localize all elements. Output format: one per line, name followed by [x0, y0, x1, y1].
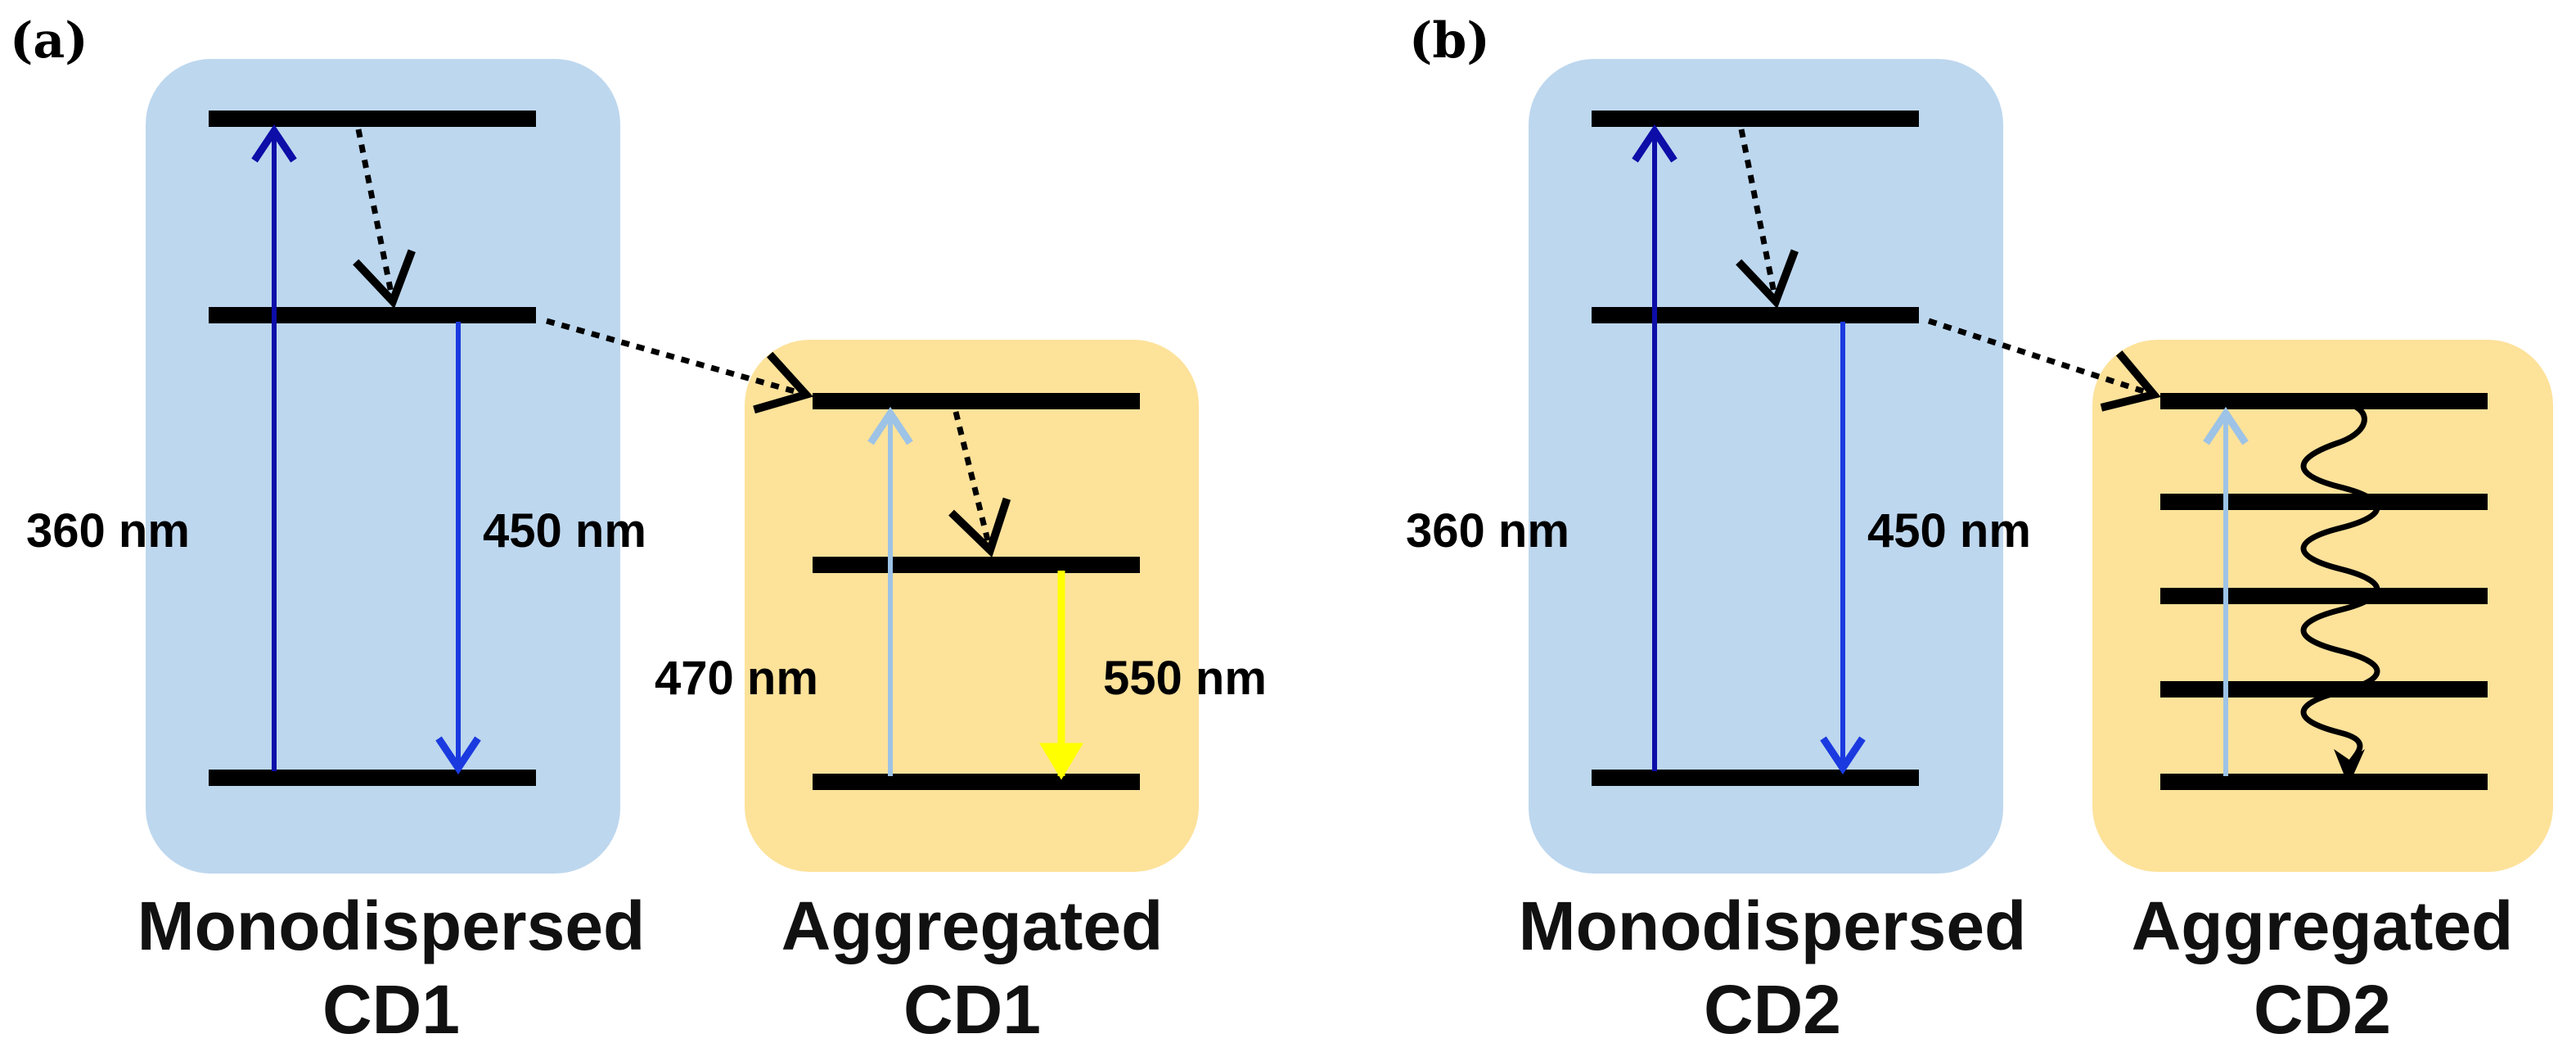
monodispersed-box	[146, 59, 620, 874]
aggregated-box	[2092, 340, 2553, 872]
mono-emission-label: 450 nm	[483, 504, 646, 558]
aggregated-box	[745, 340, 1199, 872]
mono-relaxation-arrow	[1736, 129, 1799, 309]
mono-relaxation-arrow	[353, 129, 416, 309]
panel-b-label: (b)	[1409, 12, 1490, 70]
panel-b: (b) 360 nm 450 nm Monodispersed CD2 Aggr…	[1406, 12, 2553, 1048]
panel-a: (a) 360 nm 450 nm 470 nm 550 nm Monodisp…	[10, 12, 1267, 1048]
agg-caption-line2: CD1	[903, 971, 1041, 1048]
agg-caption-line1: Aggregated	[781, 887, 1164, 964]
agg-excitation-label: 470 nm	[655, 652, 818, 705]
mono-caption-line1: Monodispersed	[137, 887, 646, 964]
mono-excitation-label: 360 nm	[1406, 504, 1569, 558]
mono-caption-line1: Monodispersed	[1519, 887, 2027, 964]
nonradiative-decay-wave	[2300, 398, 2380, 767]
nonradiative-decay-arrowhead	[2334, 749, 2365, 786]
energy-transfer-arrow	[546, 318, 813, 414]
agg-emission-label: 550 nm	[1103, 652, 1267, 705]
agg-caption-line1: Aggregated	[2132, 887, 2514, 964]
mono-emission-label: 450 nm	[1867, 504, 2031, 558]
agg-caption-line2: CD2	[2254, 971, 2391, 1048]
mono-excitation-label: 360 nm	[26, 504, 190, 558]
monodispersed-box	[1529, 59, 2003, 874]
mono-caption-line2: CD1	[322, 971, 460, 1048]
mono-caption-line2: CD2	[1704, 971, 1841, 1048]
panel-a-label: (a)	[10, 12, 88, 70]
